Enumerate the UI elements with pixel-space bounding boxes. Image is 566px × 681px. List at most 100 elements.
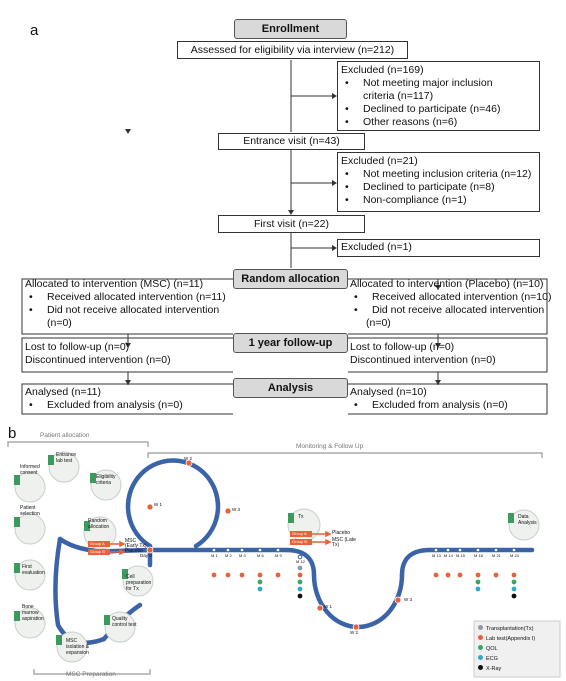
excluded-box-1: Excluded (n=169) •Not meeting major incl… [337,61,540,131]
step-K: Tx [298,514,304,520]
alloc-msc-extra: (n=0) [47,317,72,329]
alloc-msc-title: Allocated to intervention (MSC) (n=11) [25,278,204,290]
msc-preparation-label: MSC Preparation [66,671,116,678]
lost-msc-line: Discontinued intervention (n=0) [25,354,171,366]
monitoring-label: Monitoring & Follow Up [296,443,364,450]
analysis-placebo-title: Analysed (n=10) [350,386,427,398]
step-J: Quality control test [112,616,137,628]
assessed-text: Assessed for eligibility via interview (… [190,44,395,56]
group-b-tag-1: Group B [90,549,105,554]
msc-late-label: MSC (Late Tx) [332,537,356,548]
step-H: MSC isolation & expansion [66,638,90,656]
placebo-label-2: Placebo [332,530,351,536]
step-I: Cell preparation for Tx [126,574,152,592]
assessed-box: Assessed for eligibility via interview (… [177,41,408,59]
week-label: W 3 [232,507,241,512]
excluded-1-item: Not meeting major inclusion criteria (n=… [363,77,493,102]
legend-item: ECG [478,654,535,664]
excluded-2-item: Non-compliance (n=1) [363,194,467,206]
analysis-placebo-item: Excluded from analysis (n=0) [372,399,508,411]
alloc-placebo-item: Did not receive allocated intervention [372,304,545,316]
tick-label: M 6 [257,553,264,558]
tick-label: M 21 [492,553,501,558]
step-L: Data Analysis [518,514,537,526]
tick-label: M 3 [239,553,246,558]
lost-msc-box: Lost to follow-up (n=0) Discontinued int… [22,341,233,371]
tick-label: M 2 [225,553,232,558]
day0-label: Day 0 [140,553,152,558]
excluded-1-item: Other reasons (n=6) [363,116,458,128]
legend-label: ECG [486,656,498,662]
enrollment-header: Enrollment [234,19,347,39]
tick-label: M 12 [296,559,305,564]
entrance-text: Entrance visit (n=43) [243,135,340,147]
tick-label: M 18 [474,553,483,558]
step-D: Eligibility criteria [96,474,116,486]
tick-label: M 9 [275,553,282,558]
excluded-box-3: Excluded (n=1) [337,239,540,257]
alloc-msc-box: Allocated to intervention (MSC) (n=11) •… [22,277,233,334]
analysis-header: Analysis [233,378,348,398]
legend-item: X-Ray [478,664,535,674]
timeline-diagram [7,441,561,678]
legend-swatch-icon [478,645,483,650]
panel-a-label: a [30,22,39,39]
week-label: W 1 [324,604,333,609]
lost-placebo-line: Lost to follow-up (n=0) [350,341,455,353]
excluded-3-text: Excluded (n=1) [341,241,412,253]
group-b-tag-2: Group B [292,539,307,544]
first-visit-text: First visit (n=22) [254,218,329,230]
legend-item: Transplantation(Tx) [478,624,535,634]
excluded-1-item: Declined to participate (n=46) [363,103,501,115]
week-label: W 1 [154,502,163,507]
entrance-box: Entrance visit (n=43) [218,133,365,150]
legend-swatch-icon [478,635,483,640]
legend: Transplantation(Tx) Lab test(Appendix I)… [478,624,535,674]
group-a-tag-1: Group A [90,541,105,546]
week-label: W 2 [184,456,193,461]
legend-label: Transplantation(Tx) [486,626,534,632]
tick-label: M 15 [456,553,465,558]
week-label: W 3 [404,597,413,602]
lost-placebo-box: Lost to follow-up (n=0) Discontinued int… [347,341,547,371]
excluded-2-title: Excluded (n=21) [341,155,418,167]
random-allocation-header: Random allocation [233,269,348,289]
week-label: W 2 [350,630,359,635]
alloc-msc-item: Received allocated intervention (n=11) [47,291,226,303]
step-G: Bone marrow aspiration [22,604,44,622]
step-C: Entrance lab test [56,452,77,464]
tick-label: M 13 [432,553,441,558]
legend-swatch-icon [478,665,483,670]
alloc-placebo-extra: (n=0) [366,317,391,329]
tick-label: M 14 [444,553,453,558]
analysis-placebo-box: Analysed (n=10) •Excluded from analysis … [347,386,547,414]
lost-placebo-line: Discontinued intervention (n=0) [350,354,496,366]
lost-msc-line: Lost to follow-up (n=0) [25,341,130,353]
panel-b-label: b [8,425,17,442]
excluded-2-item: Declined to participate (n=8) [363,181,495,193]
excluded-2-item: Not meeting inclusion criteria (n=12) [363,168,532,180]
tick-group-1 [211,547,303,560]
tick-label: M 1 [211,553,218,558]
placebo-label-1: Placebo [125,548,144,554]
flow-connectors [125,60,441,385]
excluded-box-2: Excluded (n=21) •Not meeting inclusion c… [337,152,540,212]
legend-label: QOL [486,646,498,652]
legend-item: QOL [478,644,535,654]
msc-early-label: MSC (Early Tx) [125,538,147,549]
step-B: Informed consent [20,464,40,476]
step-A: Patient selection [20,505,40,517]
legend-swatch-icon [478,655,483,660]
alloc-placebo-title: Allocated to intervention (Placebo) (n=1… [350,278,544,290]
alloc-placebo-box: Allocated to intervention (Placebo) (n=1… [350,278,552,329]
tick-label: M 24 [510,553,519,558]
followup-header: 1 year follow-up [233,333,348,353]
alloc-placebo-item: Received allocated intervention (n=10) [372,291,552,303]
alloc-borders [21,278,548,415]
legend-label: Lab test(Appendix I) [486,636,536,642]
legend-label: X-Ray [486,666,502,672]
group-a-tag-2: Group A [292,531,307,536]
patient-allocation-label: Patient allocation [40,432,90,439]
analysis-msc-item: Excluded from analysis (n=0) [47,399,183,411]
alloc-msc-item: Did not receive allocated intervention [47,304,220,316]
